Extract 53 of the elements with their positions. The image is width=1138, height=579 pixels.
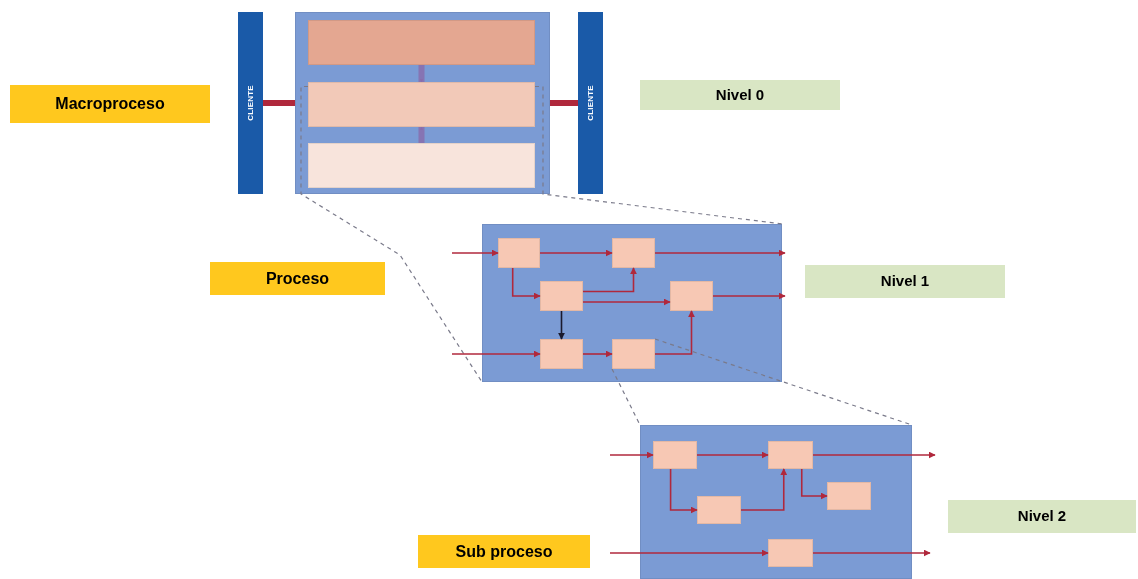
flow-arrow (812, 549, 931, 557)
client-label: CLIENTE (584, 85, 596, 121)
flow-arrow (696, 451, 769, 459)
flow-arrow (263, 100, 296, 106)
process-box (827, 482, 871, 510)
level-label: Sub proceso (418, 535, 590, 568)
flow-arrow (609, 549, 769, 557)
process-box (697, 496, 741, 524)
flow-arrow (582, 350, 613, 358)
flow-arrow (550, 100, 579, 106)
process-panel (295, 12, 550, 194)
process-band (308, 82, 535, 127)
process-box (653, 441, 697, 469)
level-label: Proceso (210, 262, 385, 295)
flow-arrow (582, 298, 671, 306)
flow-arrow (451, 350, 541, 358)
client-bar (238, 12, 263, 194)
process-panel (482, 224, 782, 382)
process-panel (640, 425, 912, 579)
flow-arrow (669, 468, 698, 514)
flow-arrow (582, 267, 637, 293)
level-tag: Nivel 2 (948, 500, 1136, 533)
process-box (540, 339, 583, 369)
flow-arrow (609, 451, 654, 459)
zoom-line (611, 368, 641, 426)
flow-arrow (654, 249, 786, 257)
flow-arrow (558, 310, 565, 340)
flow-arrow (418, 65, 425, 83)
flow-arrow (511, 267, 541, 300)
flow-arrow (539, 249, 613, 257)
process-box (612, 238, 655, 268)
flow-arrow (451, 249, 499, 257)
zoom-line (534, 85, 783, 225)
process-box (768, 441, 813, 469)
level-tag: Nivel 0 (640, 80, 840, 110)
zoom-line (300, 85, 483, 383)
process-box (612, 339, 655, 369)
flow-arrow (800, 468, 828, 500)
process-box (540, 281, 583, 311)
flow-arrow (654, 310, 695, 355)
process-band (308, 143, 535, 188)
client-label: CLIENTE (244, 85, 256, 121)
flow-arrow (418, 126, 425, 143)
level-label: Macroproceso (10, 85, 210, 123)
level-tag: Nivel 1 (805, 265, 1005, 298)
flow-arrow (740, 468, 788, 511)
process-box (768, 539, 813, 567)
flow-arrow (812, 451, 936, 459)
process-box (498, 238, 540, 268)
flow-arrow (712, 292, 786, 300)
client-bar (578, 12, 603, 194)
process-box (670, 281, 713, 311)
process-band (308, 20, 535, 65)
